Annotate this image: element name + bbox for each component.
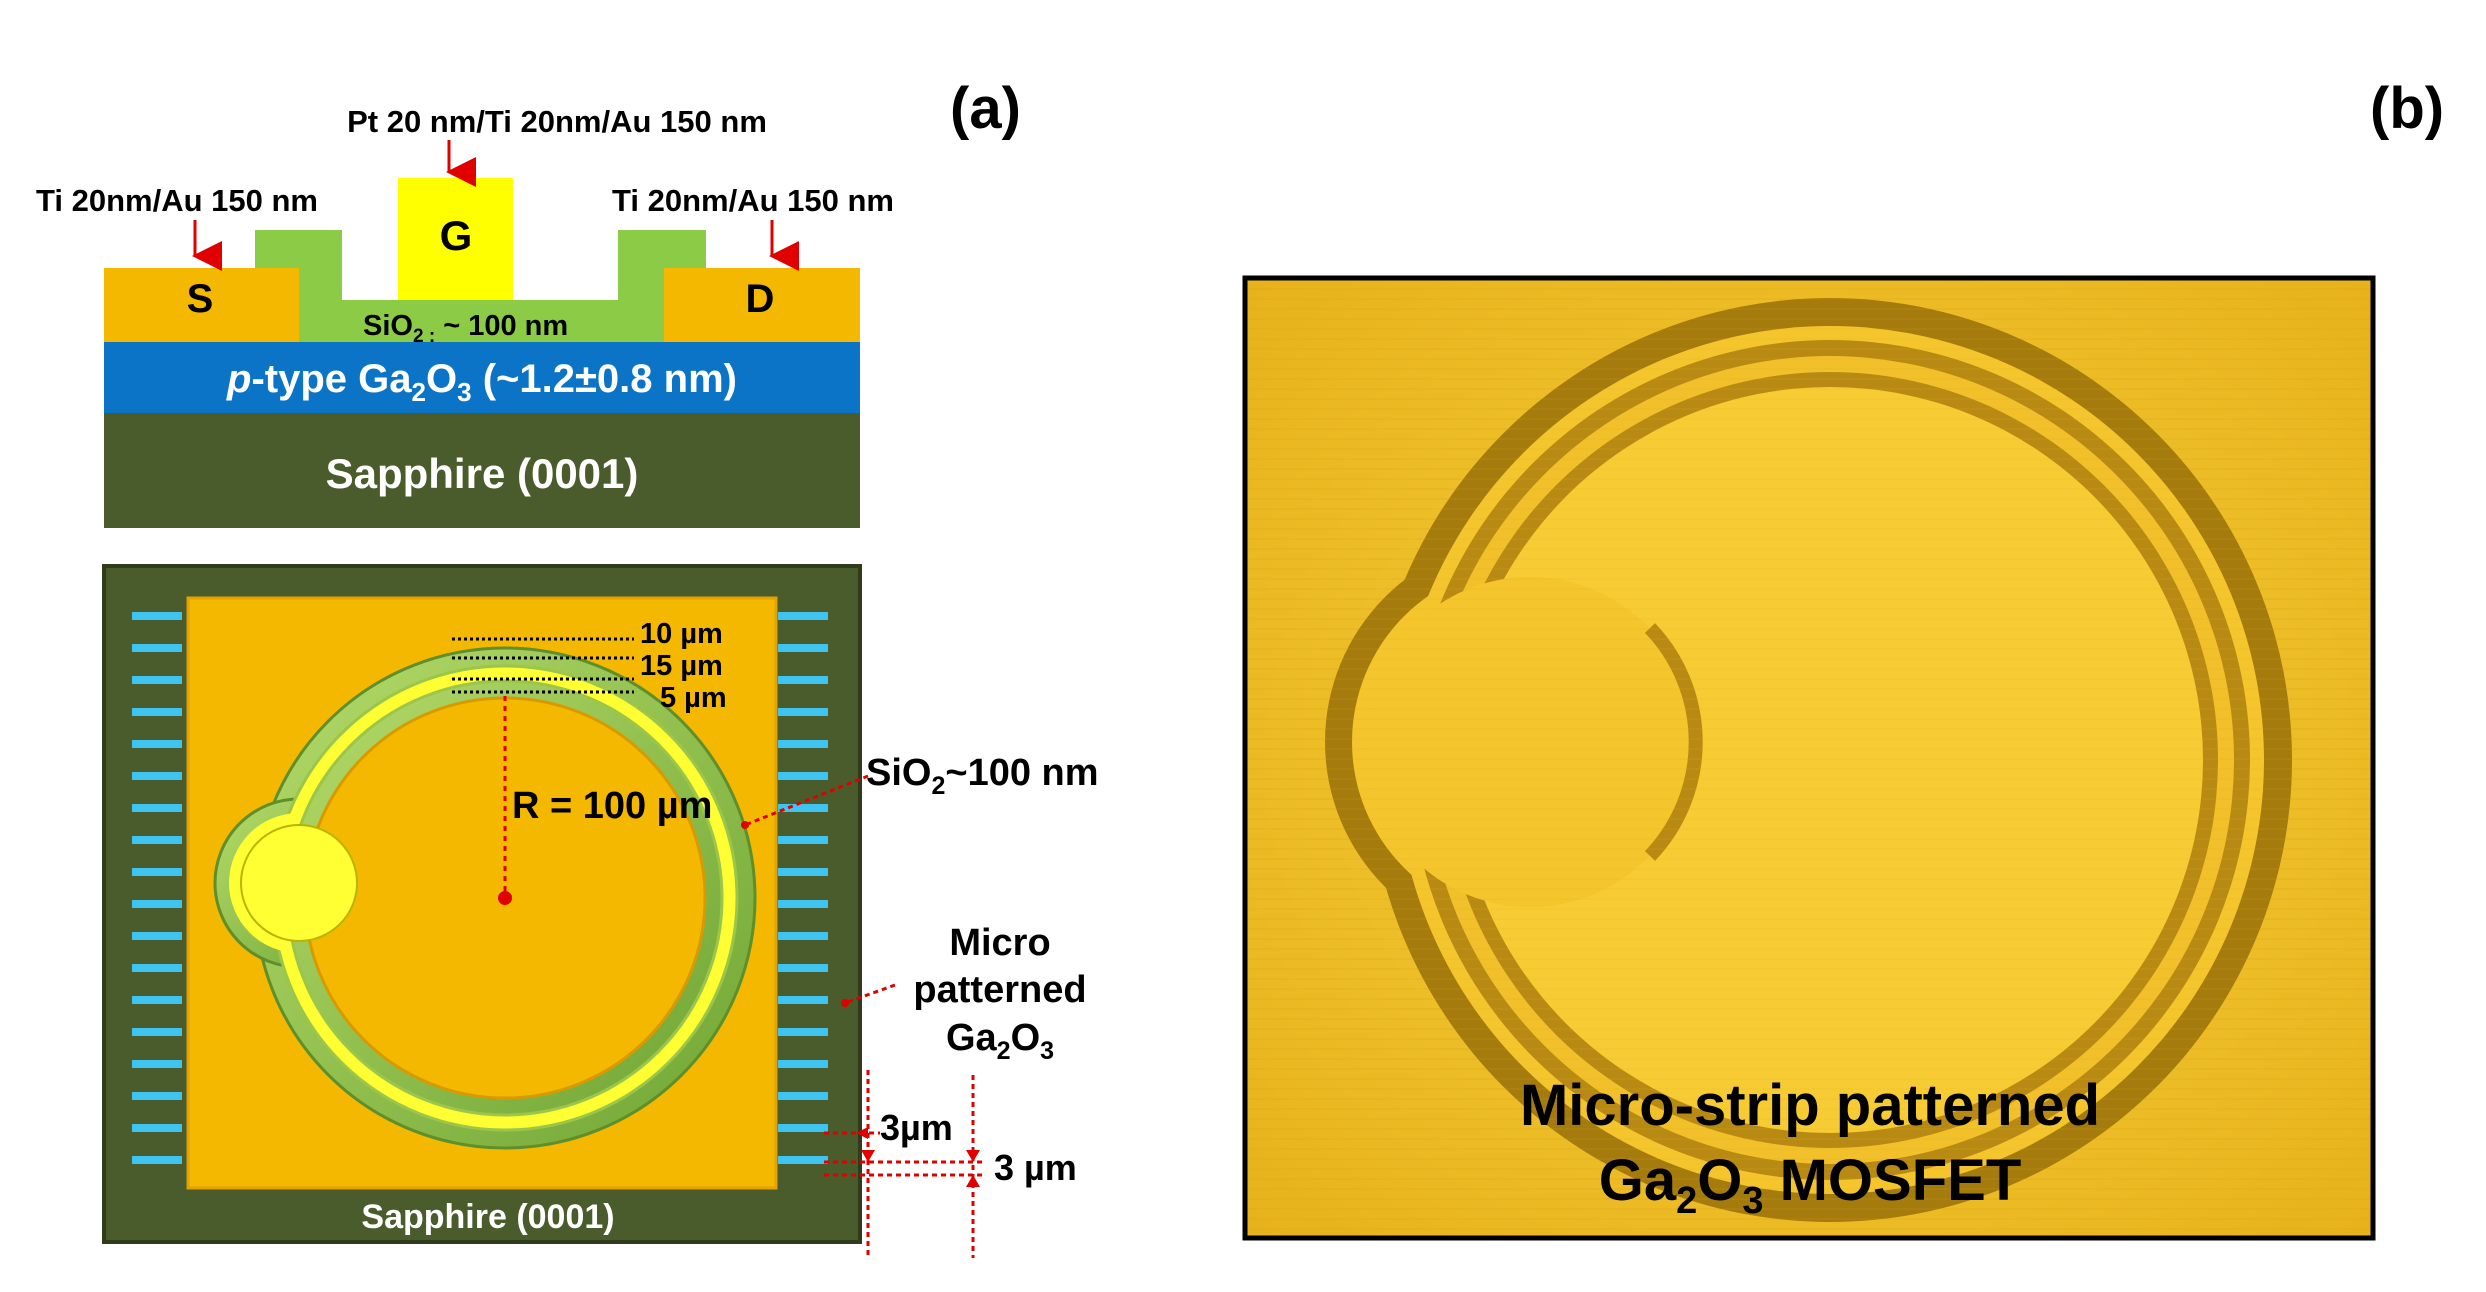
micro-strip	[132, 996, 182, 1004]
drain-metal-label: Ti 20nm/Au 150 nm	[612, 183, 894, 218]
center-dot	[498, 891, 512, 905]
dim-5-label: 5 µm	[660, 682, 727, 714]
drain-label: D	[746, 277, 775, 321]
substrate-layer	[104, 413, 860, 528]
panel-b: (b) Micro-strip patterned Ga2O3 MOSFET	[1242, 76, 2444, 1241]
channel-label: p-type Ga2O3 (~1.2±0.8 nm)	[226, 357, 737, 407]
micro-line1: Micro	[949, 922, 1050, 964]
panel-a-label: (a)	[950, 76, 1021, 141]
micro-strip	[778, 804, 828, 812]
dim-10-label: 10 µm	[640, 618, 723, 650]
micro-strip	[778, 1028, 828, 1036]
micro-callout-dot	[841, 999, 849, 1007]
micro-strip	[132, 676, 182, 684]
gap-label-a: 3µm	[880, 1107, 953, 1148]
substrate-label: Sapphire (0001)	[326, 450, 639, 497]
top-view-substrate-label: Sapphire (0001)	[361, 1198, 614, 1236]
oxide-callout-dot	[741, 821, 749, 829]
micro-strip	[778, 996, 828, 1004]
micro-strip	[132, 1028, 182, 1036]
micro-strip	[132, 1092, 182, 1100]
oxide-callout-leader	[744, 774, 869, 827]
source-label: S	[187, 277, 214, 321]
micro-strips-right	[778, 612, 828, 1164]
substrate-frame-edge	[102, 564, 862, 1244]
radius-label: R = 100 µm	[512, 785, 712, 827]
micro-strip	[132, 900, 182, 908]
micro-line2: patterned	[913, 969, 1086, 1011]
micro-strip	[132, 1156, 182, 1164]
micro-strip	[778, 676, 828, 684]
micro-strip	[778, 612, 828, 620]
micro-line3: Ga2O3	[946, 1017, 1054, 1065]
micrograph-image	[1242, 275, 2376, 1241]
source-contact	[104, 268, 299, 342]
micro-strip	[778, 868, 828, 876]
micro-strip	[778, 1092, 828, 1100]
cross-section-diagram: S D G SiO2 : ~ 100 nm p-type Ga2O3 (~1.2…	[36, 104, 894, 528]
micro-strip	[132, 1060, 182, 1068]
drain-contact	[664, 268, 860, 342]
oxide-layer	[255, 230, 706, 342]
micro-strip	[132, 1124, 182, 1132]
dim-15-label: 15 µm	[640, 650, 723, 682]
oxide-thickness-label: SiO2 : ~ 100 nm	[363, 310, 568, 347]
micro-strip	[778, 1060, 828, 1068]
micro-strip	[132, 868, 182, 876]
micro-strip	[132, 836, 182, 844]
source-metal-label: Ti 20nm/Au 150 nm	[36, 183, 318, 218]
micrograph-border	[1242, 275, 2376, 1241]
gap-indicators	[824, 1070, 985, 1258]
top-view-diagram: R = 100 µm 10 µm 15 µm 5 µm SiO2~100 nm …	[102, 564, 1099, 1258]
micrograph-caption-line2: Ga2O3 MOSFET	[1599, 1148, 2022, 1222]
micro-strip	[778, 964, 828, 972]
micrograph-caption-line1: Micro-strip patterned	[1520, 1073, 2100, 1138]
gate-label: G	[440, 212, 473, 259]
micro-strip	[132, 612, 182, 620]
micro-strip	[132, 932, 182, 940]
micro-strip	[132, 740, 182, 748]
micro-strip	[778, 932, 828, 940]
micro-strip	[778, 1124, 828, 1132]
micro-strip	[132, 644, 182, 652]
micro-strip	[132, 708, 182, 716]
micro-strip	[778, 772, 828, 780]
channel-layer	[104, 342, 860, 413]
micro-strip	[778, 644, 828, 652]
micro-strip	[778, 708, 828, 716]
micro-strips-left	[132, 612, 182, 1164]
gate-contact	[398, 178, 513, 300]
panel-b-label: (b)	[2370, 76, 2444, 141]
micro-strip	[778, 900, 828, 908]
micro-strip	[132, 804, 182, 812]
micro-strip	[132, 772, 182, 780]
micro-strip	[778, 836, 828, 844]
micro-strip	[778, 1156, 828, 1164]
micro-strip	[132, 964, 182, 972]
gap-label-b: 3 µm	[994, 1147, 1077, 1188]
oxide-callout-label: SiO2~100 nm	[866, 752, 1099, 800]
micro-strip	[778, 740, 828, 748]
panel-a: (a) S D G SiO2 : ~ 100 nm p-type Ga2O3 (…	[36, 76, 1099, 1258]
gate-metal-label: Pt 20 nm/Ti 20nm/Au 150 nm	[347, 104, 767, 139]
